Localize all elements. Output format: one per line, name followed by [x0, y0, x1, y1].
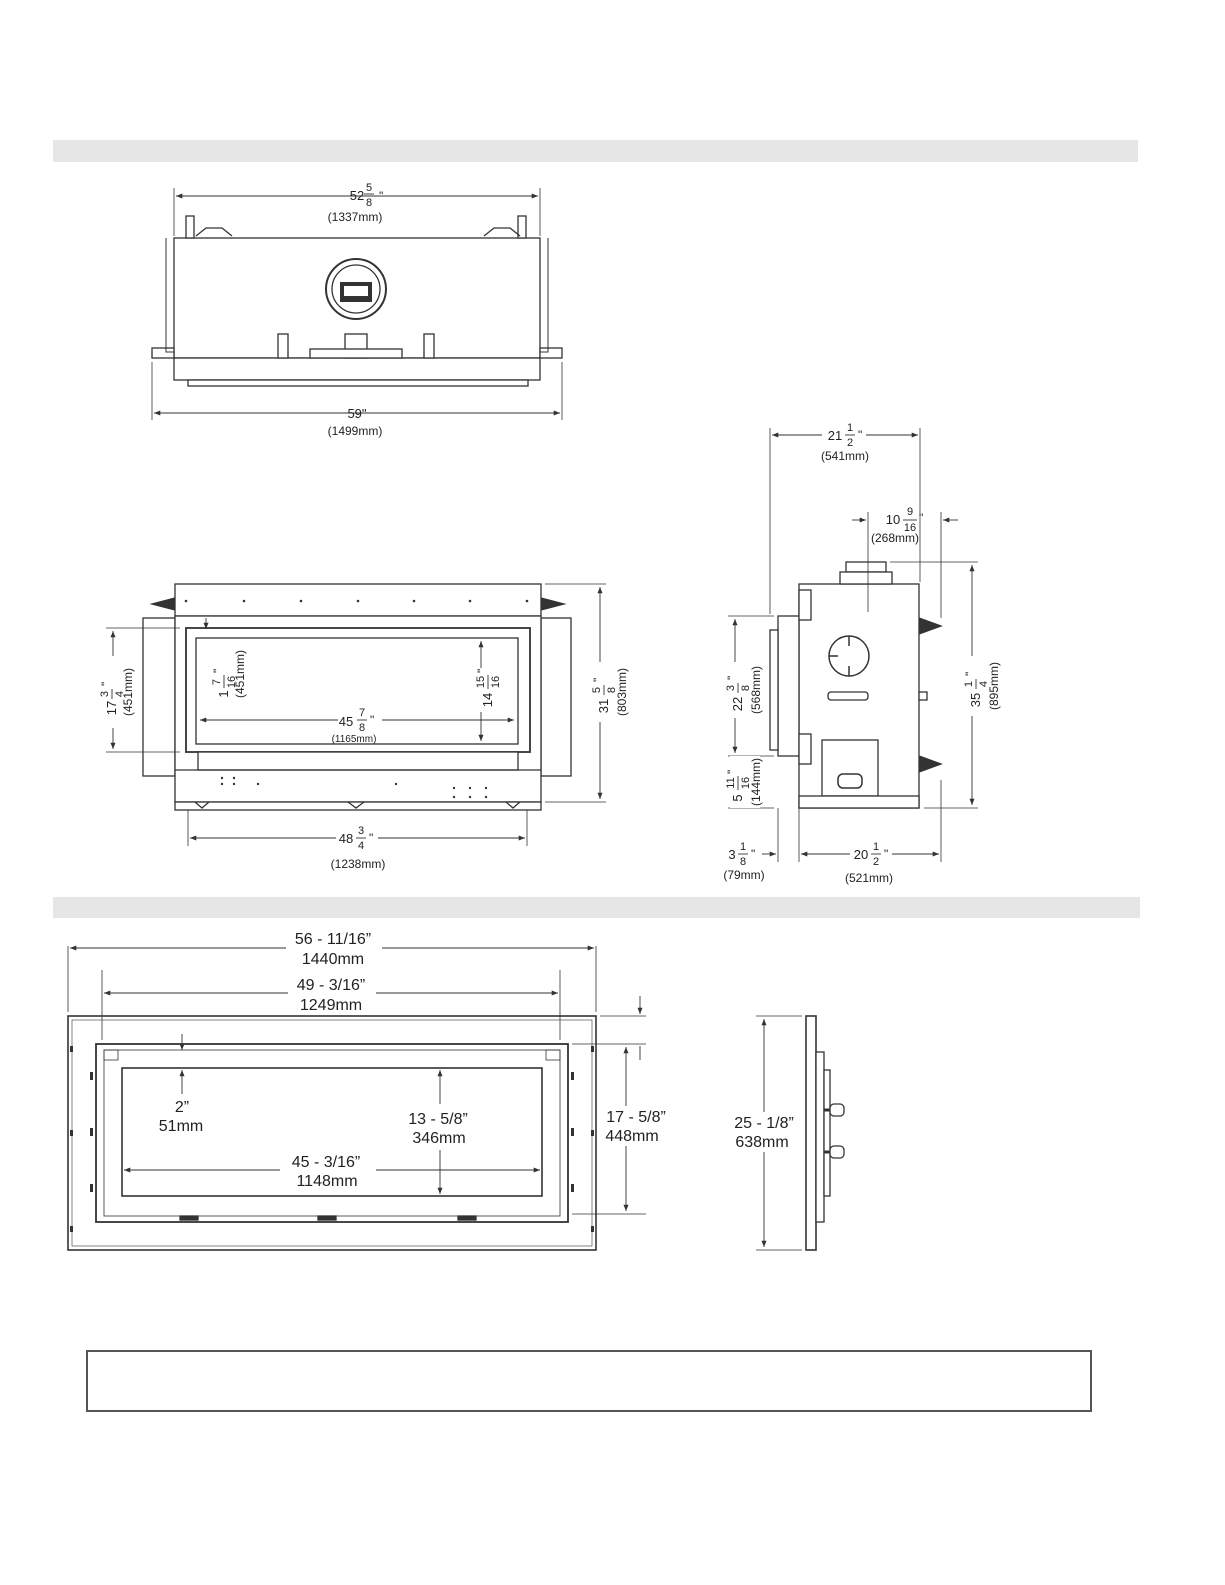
dim-3-den: 8 [740, 856, 746, 868]
dim-17-num: 3 [99, 691, 111, 697]
section-header-band-middle [53, 897, 1140, 918]
dim-17-5-8-mm: 448mm [605, 1128, 658, 1145]
svg-text:": " [370, 713, 374, 727]
dim-14-den: 16 [490, 676, 502, 688]
dim-13-text: 13 - 5/8” [408, 1111, 468, 1128]
dim-14-whole: 14 [480, 693, 495, 707]
dim-2-mm: 51mm [159, 1118, 203, 1135]
svg-text:52: 52 [350, 188, 364, 203]
dim-45-7-8-mm: (1165mm) [332, 734, 377, 745]
dim-21-whole: 21 [828, 428, 842, 443]
dim-56-text: 56 - 11/16” [295, 931, 371, 948]
dim-17-den: 4 [114, 691, 126, 697]
dim-20-whole: 20 [854, 847, 868, 862]
section-header-band-top [53, 140, 1138, 162]
dim-22-den: 8 [740, 685, 752, 691]
dim-17-text: 17 - 5/8” [606, 1109, 666, 1126]
dim-59: 59" [347, 406, 366, 421]
note-box [86, 1350, 1092, 1412]
dim-1-7-16-den: 16 [226, 676, 238, 688]
dim-45-text: 45 - 3/16” [292, 1154, 360, 1171]
front-view [142, 583, 572, 811]
svg-text:": " [211, 669, 225, 673]
dim-14-num: 15 [475, 676, 487, 688]
dim-1-7-16-mm: (451mm) [233, 650, 247, 698]
dim-17-mm: (451mm) [121, 668, 135, 716]
surround-front-view [67, 1015, 597, 1251]
dim-17-whole: 17 [104, 701, 119, 715]
svg-text:": " [379, 189, 383, 203]
dim-52-mm: (1337mm) [328, 210, 383, 224]
dim-48-mm: (1238mm) [331, 857, 386, 871]
svg-text:": " [475, 669, 489, 673]
side-view [769, 561, 943, 809]
dim-10-mm: (268mm) [871, 531, 919, 545]
dim-25-mm: 638mm [735, 1134, 788, 1151]
svg-text:": " [884, 847, 888, 861]
dim-21-den: 2 [847, 437, 853, 449]
top-view [151, 188, 563, 420]
dim-48-whole: 48 [339, 831, 353, 846]
dim-48-den: 4 [358, 840, 364, 852]
dim-45-7-8-num: 7 [359, 707, 365, 719]
svg-text:": " [99, 682, 113, 686]
dim-45-mm: 1148mm [296, 1173, 357, 1190]
dim-20-num: 1 [873, 841, 879, 853]
dim-31-mm: (803mm) [615, 668, 629, 716]
dim-52-num: 5 [366, 182, 372, 194]
dim-59-mm: (1499mm) [328, 424, 383, 438]
dim-49-mm: 1249mm [300, 997, 362, 1014]
dim-52-den: 8 [366, 197, 372, 209]
dim-21-num: 1 [847, 422, 853, 434]
svg-text:": " [725, 676, 739, 680]
dim-31-den: 8 [606, 687, 618, 693]
svg-text:": " [591, 678, 605, 682]
dim-31-num: 5 [591, 687, 603, 693]
surround-fastener-marks [70, 1046, 594, 1232]
dim-3-num: 1 [740, 841, 746, 853]
dim-21-mm: (541mm) [821, 449, 869, 463]
dim-5-den: 16 [740, 777, 752, 789]
dim-31-whole: 31 [596, 699, 611, 713]
dim-35-den: 4 [978, 681, 990, 687]
dim-5-whole: 5 [730, 794, 745, 801]
dim-35-mm: (895mm) [987, 662, 1001, 710]
dim-22-whole: 22 [730, 697, 745, 711]
dim-49-text: 49 - 3/16” [297, 977, 365, 994]
surround-side-view [805, 1015, 845, 1251]
front-view-fastener-dots [184, 599, 529, 799]
dim-10-whole: 10 [886, 512, 900, 527]
dim-3-whole: 3 [728, 847, 735, 862]
dim-10-den: 16 [904, 522, 916, 534]
dim-5-num: 11 [725, 777, 737, 788]
dim-45-7-8-den: 8 [359, 722, 365, 734]
svg-text:": " [369, 831, 373, 845]
svg-text:": " [751, 847, 755, 861]
dim-35-num: 1 [963, 681, 975, 687]
dim-52-whole: 52 [350, 188, 364, 203]
svg-text:": " [963, 672, 977, 676]
dim-5-mm: (144mm) [749, 758, 763, 806]
dim-2-text: 2” [175, 1099, 189, 1116]
dim-1-7-16-whole: 1 [216, 690, 231, 697]
dim-45-7-8-whole: 45 [339, 714, 353, 729]
dim-1-7-16-num: 7 [211, 679, 223, 685]
dim-22-num: 3 [725, 685, 737, 691]
dim-56-mm: 1440mm [302, 951, 364, 968]
dim-48-num: 3 [358, 825, 364, 837]
dim-20-den: 2 [873, 856, 879, 868]
dim-3-mm: (79mm) [723, 868, 764, 882]
dim-20-mm: (521mm) [845, 871, 893, 885]
dim-22-mm: (568mm) [749, 666, 763, 714]
dim-13-mm: 346mm [412, 1130, 465, 1147]
dim-25-text: 25 - 1/8” [734, 1115, 794, 1132]
dim-35-whole: 35 [968, 693, 983, 707]
svg-text:": " [858, 428, 862, 442]
svg-text:": " [919, 511, 923, 525]
svg-text:": " [725, 770, 739, 774]
dim-10-num: 9 [907, 506, 913, 518]
